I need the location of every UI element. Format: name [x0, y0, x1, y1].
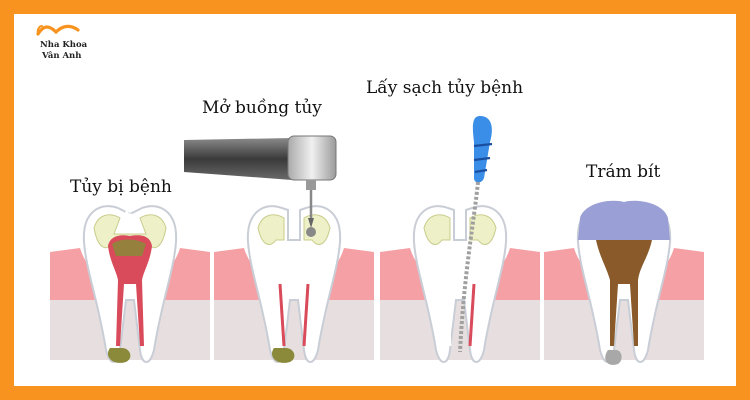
tooth-logo-icon [36, 24, 80, 36]
step-1-label: Tủy bị bệnh [70, 177, 172, 197]
drill-tip [308, 218, 314, 228]
step-3-cleaned-tooth [380, 200, 540, 380]
step-3-label: Lấy sạch tủy bệnh [366, 78, 524, 98]
step-1-diseased-tooth [50, 200, 210, 380]
infected-pulp [108, 235, 152, 346]
step-2-label: Mở buồng tủy [202, 98, 322, 118]
brand-line-2: Vân Anh [42, 51, 82, 61]
decay [112, 239, 146, 256]
step-4-filled-tooth [544, 200, 704, 380]
file-icon [458, 116, 493, 353]
bone [214, 300, 374, 360]
drill-icon [184, 135, 337, 237]
tooth-body [412, 205, 508, 363]
drill-burr [306, 227, 316, 237]
bone [380, 300, 540, 360]
illustration-frame: Nha Khoa Vân Anh Tủy bị bệnh Mở buồng tủ… [14, 14, 736, 386]
file-shaft [458, 181, 480, 353]
crack-icon [123, 205, 137, 225]
bone [544, 300, 704, 360]
root-canal-pulp [278, 283, 310, 347]
endodontic-file [434, 112, 514, 362]
file-handle-grip [473, 142, 493, 174]
diseased-tooth-diagram [50, 205, 210, 363]
bone [50, 300, 210, 360]
enamel-left [257, 214, 285, 245]
root-filling [596, 240, 652, 346]
cleaned-tooth-diagram [380, 205, 540, 363]
brand-name: Nha Khoa Vân Anh [40, 40, 87, 62]
opened-tooth-diagram [214, 205, 374, 363]
step-4-label: Trám bít [586, 162, 661, 182]
brand-logo: Nha Khoa Vân Anh [20, 18, 112, 68]
step-2-opened-tooth [214, 200, 374, 380]
dental-drill [184, 134, 344, 244]
file-handle [472, 116, 492, 183]
healed-area [605, 350, 622, 365]
brand-line-1: Nha Khoa [40, 40, 88, 50]
abscess [271, 348, 295, 363]
enamel-right [469, 214, 497, 245]
crown-restoration [578, 200, 670, 240]
enamel-left [423, 214, 451, 245]
abscess [107, 348, 131, 363]
filled-tooth-diagram [544, 200, 704, 365]
drill-handle [184, 138, 292, 180]
cleaned-canal [444, 283, 452, 347]
drill-chuck [306, 180, 316, 190]
drill-head [287, 135, 337, 181]
tooth-body [246, 205, 342, 363]
root-canal-pulp [468, 283, 476, 347]
